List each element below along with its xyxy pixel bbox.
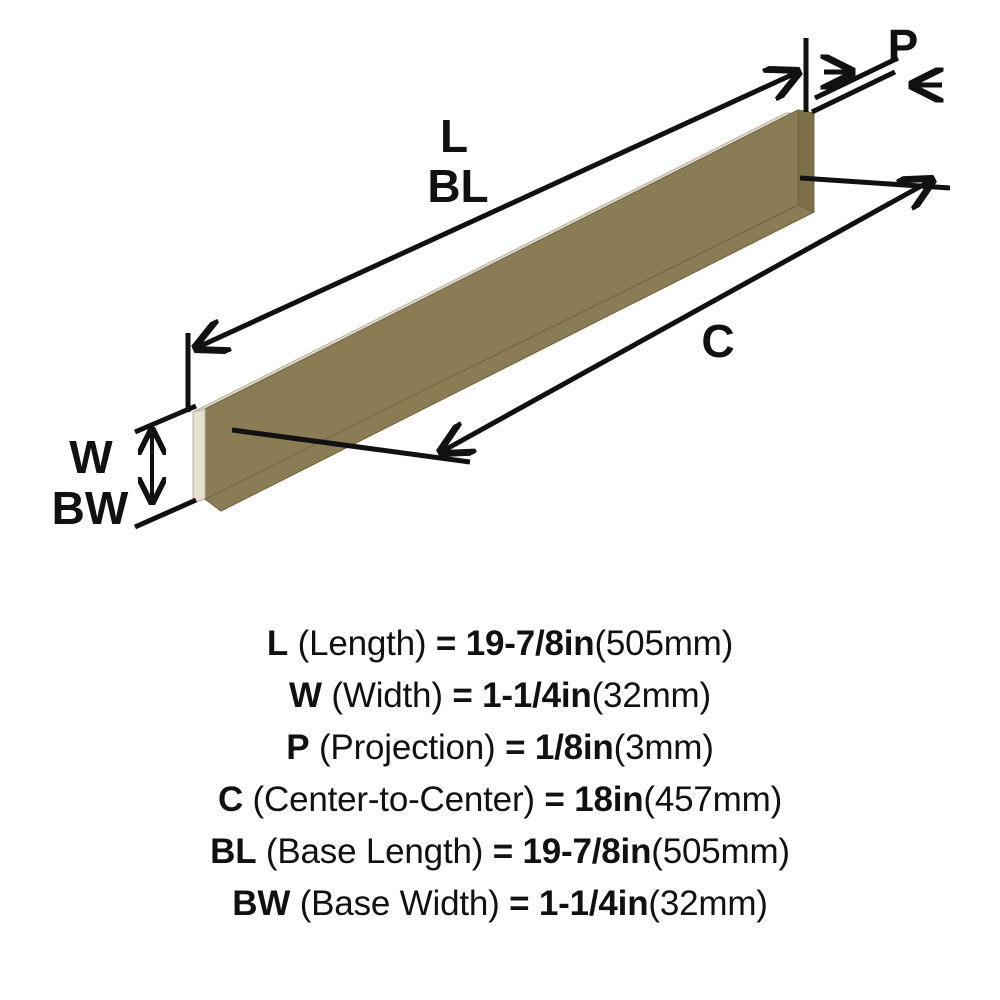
spec-symbol: P: [286, 728, 310, 767]
projection-extension-line-upper: [813, 55, 900, 101]
spec-metric: (3mm): [613, 728, 714, 767]
spec-row: W (Width) = 1-1/4in(32mm): [289, 670, 711, 722]
spec-row: BL (Base Length) = 19-7/8in(505mm): [210, 826, 790, 878]
projection-dimension: P: [810, 20, 942, 115]
spec-name: (Length): [297, 624, 427, 663]
center-dimension-line: [441, 180, 932, 452]
spec-equals: =: [435, 624, 457, 663]
length-label: L: [440, 110, 468, 162]
spec-value: 1/8in: [534, 728, 614, 767]
spec-value: 19-7/8in: [465, 624, 595, 663]
spec-name: (Width): [331, 676, 443, 715]
spec-value: 1-1/4in: [538, 884, 649, 923]
center-left-leader-line: [231, 427, 471, 465]
spec-row: C (Center-to-Center) = 18in(457mm): [218, 774, 782, 826]
spec-symbol: W: [289, 676, 322, 715]
spec-metric: (32mm): [648, 884, 768, 923]
spec-name: (Base Length): [265, 832, 484, 871]
base-length-label: BL: [427, 160, 488, 212]
spec-name: (Base Width): [299, 884, 500, 923]
spec-symbol: BL: [210, 832, 257, 871]
spec-row: BW (Base Width) = 1-1/4in(32mm): [232, 878, 768, 930]
spec-metric: (457mm): [643, 780, 783, 819]
spec-equals: =: [452, 676, 473, 715]
part-body: [192, 109, 816, 512]
width-upper-extension-line: [134, 403, 197, 435]
part-left-end-cap: [192, 408, 206, 504]
specification-list: L (Length) = 19-7/8in(505mm) W (Width) =…: [0, 600, 1000, 1000]
spec-equals: =: [492, 832, 513, 871]
projection-label: P: [888, 20, 919, 72]
spec-metric: (505mm): [651, 832, 790, 871]
base-width-label: BW: [52, 482, 129, 534]
spec-equals: =: [544, 780, 565, 819]
dimension-diagram: L BL P C: [52, 20, 951, 534]
spec-value: 1-1/4in: [482, 676, 592, 715]
spec-metric: (505mm): [594, 624, 734, 663]
center-to-center-dimension: C: [231, 178, 951, 465]
spec-value: 18in: [574, 780, 644, 819]
spec-symbol: L: [266, 624, 289, 663]
projection-extension-line-lower: [810, 69, 897, 115]
spec-equals: =: [509, 884, 530, 923]
spec-row: P (Projection) = 1/8in(3mm): [286, 722, 714, 774]
width-dimension: W BW: [52, 403, 198, 534]
spec-name: (Projection): [318, 728, 496, 767]
spec-name: (Center-to-Center): [252, 780, 536, 819]
spec-value: 19-7/8in: [522, 832, 652, 871]
spec-equals: =: [505, 728, 526, 767]
spec-metric: (32mm): [591, 676, 712, 715]
width-lower-extension-line: [133, 497, 198, 530]
part-right-end-cap: [797, 109, 815, 213]
part-front-face: [204, 109, 815, 512]
center-to-center-label: C: [701, 315, 734, 367]
width-label: W: [69, 431, 113, 483]
spec-symbol: C: [217, 780, 244, 819]
spec-row: L (Length) = 19-7/8in(505mm): [267, 618, 733, 670]
spec-symbol: BW: [232, 884, 291, 923]
